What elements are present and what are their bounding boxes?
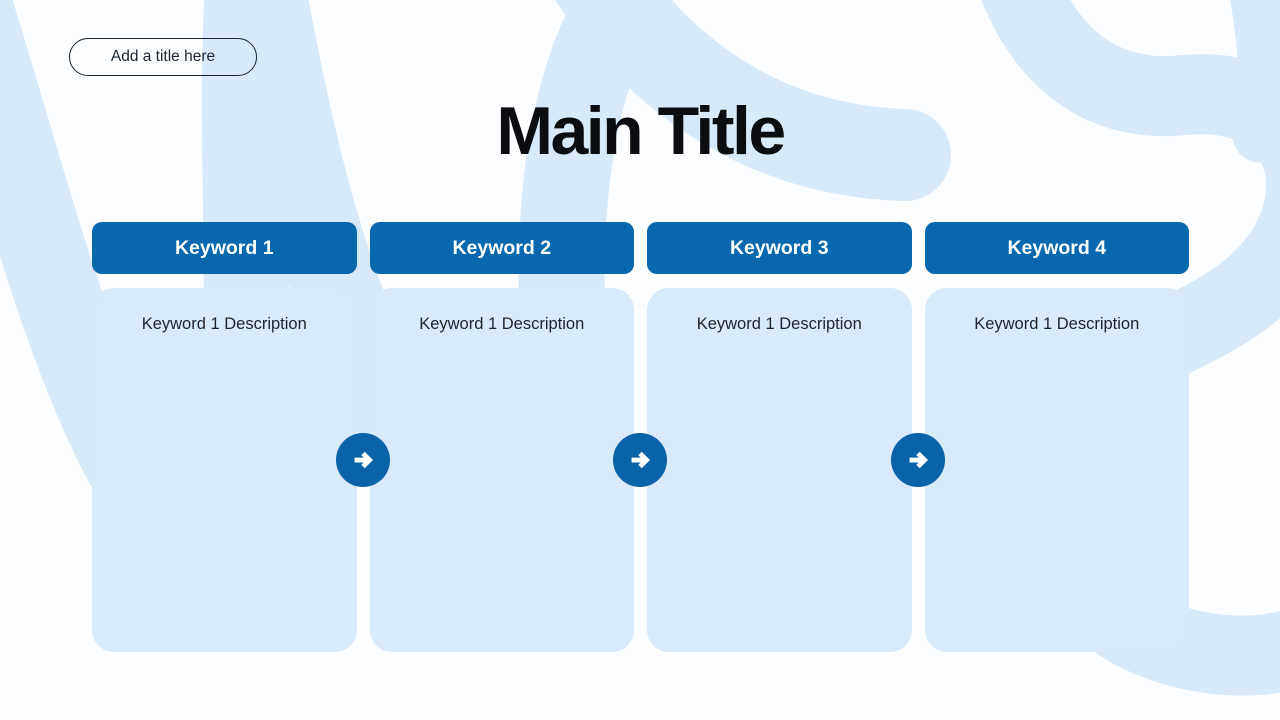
keyword-2-description: Keyword 1 Description <box>419 315 585 333</box>
right-arrow-icon <box>336 433 390 487</box>
keyword-4-header[interactable]: Keyword 4 <box>924 222 1189 274</box>
right-arrow-icon <box>613 433 667 487</box>
swirl-w-tail <box>555 0 951 201</box>
keyword-4-description: Keyword 1 Description <box>974 315 1140 333</box>
keyword-column-4: Keyword 4 Keyword 1 Description <box>924 222 1189 652</box>
keyword-column-2: Keyword 2 Keyword 1 Description <box>369 222 634 652</box>
swirl-edge-stroke <box>1229 0 1280 163</box>
keyword-2-card[interactable]: Keyword 1 Description <box>369 288 634 652</box>
keyword-3-header[interactable]: Keyword 3 <box>647 222 912 274</box>
keyword-1-description: Keyword 1 Description <box>141 315 307 333</box>
right-arrow-icon <box>891 433 945 487</box>
keyword-1-header[interactable]: Keyword 1 <box>92 222 357 274</box>
keyword-3-label: Keyword 3 <box>729 236 829 259</box>
keyword-2-label: Keyword 2 <box>452 236 552 259</box>
keyword-column-1: Keyword 1 Keyword 1 Description <box>92 222 357 652</box>
add-title-button[interactable]: Add a title here <box>69 38 257 76</box>
keyword-2-header[interactable]: Keyword 2 <box>369 222 634 274</box>
keyword-3-description: Keyword 1 Description <box>696 315 862 333</box>
keyword-columns: Keyword 1 Keyword 1 Description Keyword … <box>92 222 1189 652</box>
keyword-1-card[interactable]: Keyword 1 Description <box>92 288 357 652</box>
keyword-3-card[interactable]: Keyword 1 Description <box>647 288 912 652</box>
main-title[interactable]: Main Title <box>496 93 786 169</box>
keyword-4-label: Keyword 4 <box>1007 236 1107 259</box>
keyword-column-3: Keyword 3 Keyword 1 Description <box>647 222 912 652</box>
keyword-1-label: Keyword 1 <box>174 236 274 259</box>
keyword-4-card[interactable]: Keyword 1 Description <box>924 288 1189 652</box>
